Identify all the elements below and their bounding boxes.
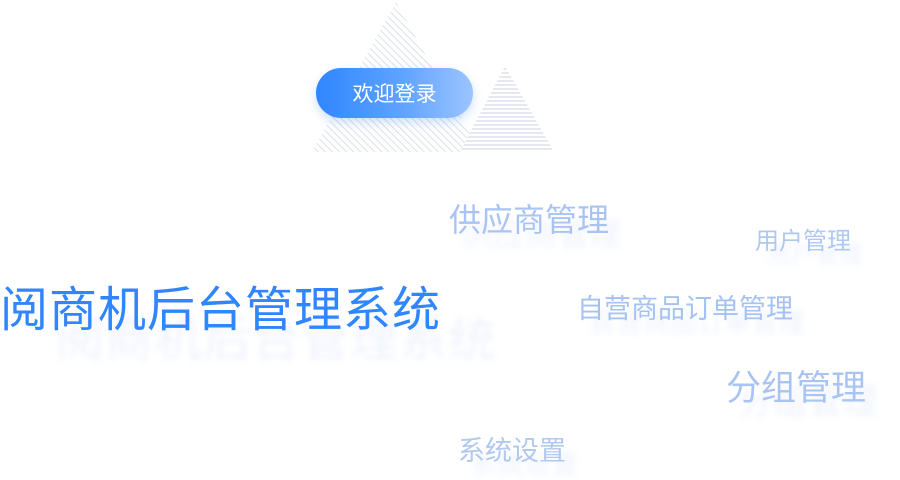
tag-group-management: 分组管理 分组管理: [726, 369, 878, 421]
welcome-login-button[interactable]: 欢迎登录: [316, 68, 473, 118]
tag-shadow: 自营商品订单管理: [589, 308, 805, 339]
tag-label: 分组管理: [726, 369, 867, 409]
tag-label: 供应商管理: [449, 201, 610, 239]
system-title: 阅商机后台管理系统 阅商机后台管理系统: [0, 282, 496, 364]
tag-shadow: 用户管理: [767, 241, 863, 269]
tag-system-settings: 系统设置 系统设置: [458, 436, 578, 479]
system-title-text: 阅商机后台管理系统: [0, 282, 442, 338]
tag-self-operated-order-management: 自营商品订单管理 自营商品订单管理: [577, 294, 805, 337]
tag-label: 自营商品订单管理: [577, 294, 793, 325]
tag-user-management: 用户管理 用户管理: [755, 227, 863, 267]
small-triangle: [460, 66, 554, 152]
tag-shadow: 系统设置: [470, 450, 578, 480]
tag-supplier-management: 供应商管理 供应商管理: [449, 201, 621, 250]
system-title-shadow: 阅商机后台管理系统: [56, 312, 498, 368]
tag-shadow: 供应商管理: [461, 215, 622, 253]
tag-label: 系统设置: [458, 436, 566, 467]
tag-label: 用户管理: [755, 227, 851, 255]
tag-shadow: 分组管理: [738, 383, 879, 423]
